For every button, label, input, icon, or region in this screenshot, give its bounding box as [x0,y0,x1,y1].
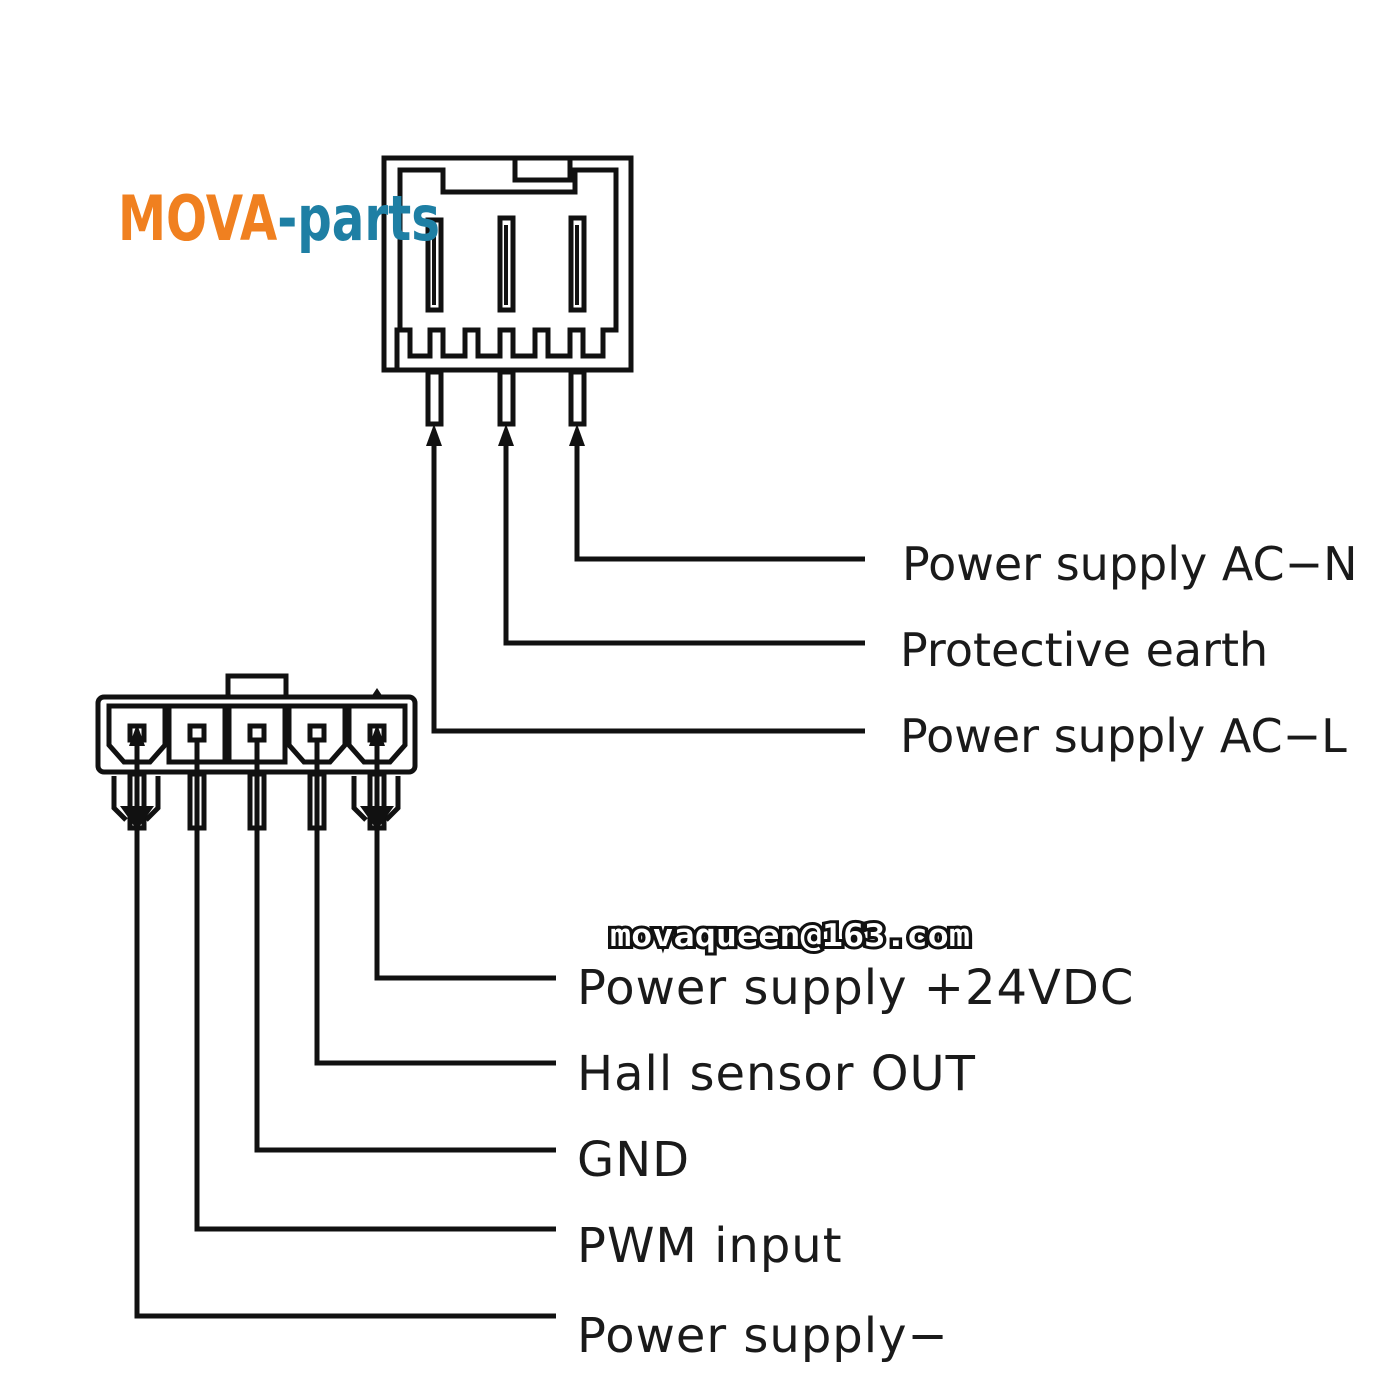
dc-connector-latch [225,673,289,700]
dc-cavity-4 [286,703,348,765]
leader-earth [503,446,865,646]
ac-arrow-3 [569,424,585,446]
dc-arrow-5 [369,724,385,746]
dc-cavity-1 [106,703,168,765]
ac-arrow-1 [426,424,442,446]
watermark-logo: MOVA-parts [118,182,440,255]
watermark-email: movaqueen@163.com [610,918,970,954]
dc-terminal-3 [247,723,267,743]
ac-connector [381,155,634,427]
dc-clip-right [351,776,401,822]
ac-connector-inner-profile [394,167,619,372]
ac-terminal-slot-2 [497,215,516,313]
dc-clip-left [111,776,161,822]
logo-part-parts: -parts [277,182,440,255]
dc-leader-lines [134,740,556,1319]
logo-part-mova: MOVA [118,182,277,255]
label-power-negative: Power supply− [577,1308,949,1364]
label-protective-earth: Protective earth [900,623,1268,677]
leader-ac-n [574,446,865,562]
ac-pin-3 [568,369,587,427]
label-24vdc: Power supply +24VDC [577,960,1134,1016]
leader-neg [134,740,556,1319]
dc-arrow-1 [129,724,145,746]
dc-terminal-2 [187,723,207,743]
label-hall-sensor: Hall sensor OUT [577,1046,976,1102]
ac-leader-lines [431,446,865,734]
ac-connector-latch [512,160,573,183]
leader-ac-l [431,446,865,734]
ac-arrow-2 [498,424,514,446]
dc-terminal-4 [307,723,327,743]
ac-pin-1 [425,369,444,427]
dc-cavity-5 [346,703,408,765]
ac-terminal-slot-3 [568,215,587,313]
label-ac-l: Power supply AC−L [900,709,1347,763]
ac-terminal-slot-1 [425,217,444,313]
leader-gnd [254,740,556,1153]
label-pwm: PWM input [577,1218,843,1274]
dc-pin1-marker [371,688,383,697]
leader-24vdc [374,740,556,981]
label-gnd: GND [577,1132,690,1188]
leader-hall [314,740,556,1066]
leader-pwm [194,740,556,1232]
ac-arrows [426,424,585,446]
label-ac-n: Power supply AC−N [902,537,1358,591]
ac-pin-2 [497,369,516,427]
